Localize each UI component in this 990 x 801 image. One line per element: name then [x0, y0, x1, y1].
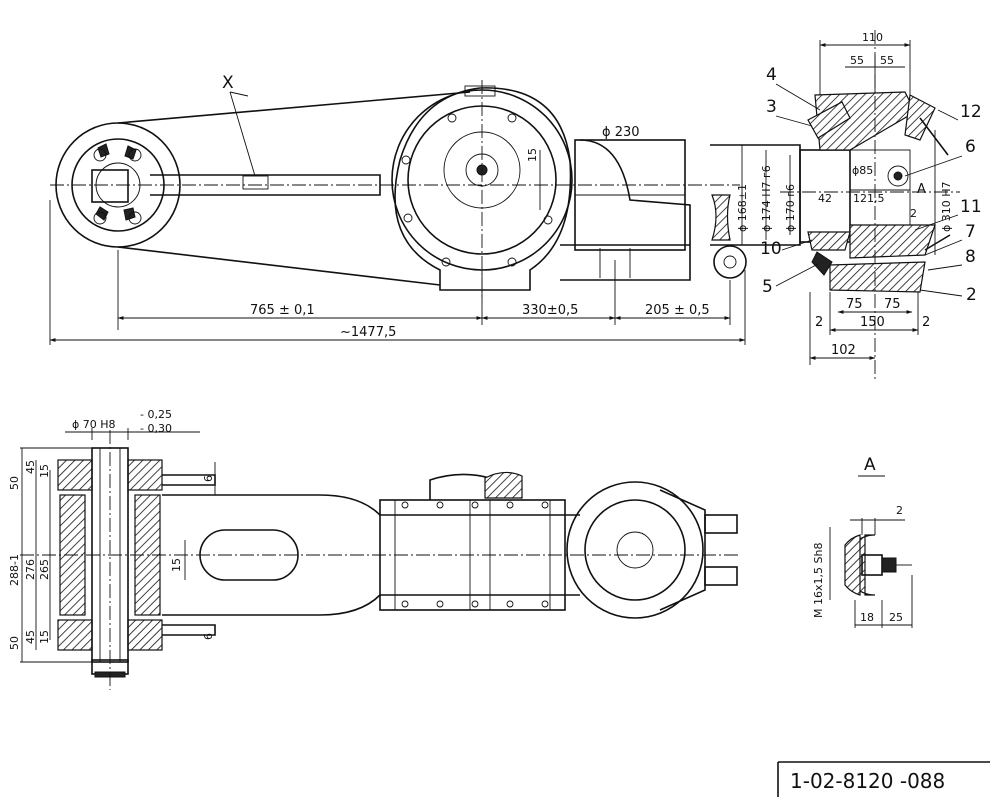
- part-8: 8: [965, 247, 976, 267]
- dim-55-left: 55: [850, 54, 864, 67]
- dim-45-top: 45: [24, 460, 37, 474]
- part-7: 7: [965, 222, 976, 242]
- part-4: 4: [766, 65, 777, 85]
- title-block: 1-02-8120 -088: [777, 761, 990, 797]
- part-6: 6: [965, 137, 976, 157]
- dim-15: 15: [526, 148, 539, 162]
- dim-phi-174: ϕ 174 H7 г6: [760, 165, 773, 232]
- dim-102: 102: [831, 343, 856, 358]
- detail-dim-2: 2: [896, 504, 903, 517]
- part-11: 11: [960, 197, 982, 217]
- dim-total-1477: ~1477,5: [340, 325, 396, 340]
- dim-2-left: 2: [815, 315, 823, 330]
- dim-15-top: 15: [38, 464, 51, 478]
- detail-a-title: A: [864, 455, 876, 475]
- motor-body: [560, 139, 691, 281]
- dim-phi-310: ϕ 310 H7: [940, 181, 953, 232]
- detail-dim-18: 18: [860, 611, 874, 624]
- dim-330: 330±0,5: [522, 303, 578, 318]
- dim-55-right: 55: [880, 54, 894, 67]
- bottom-view: 50 45 15 288-1 276 265 50 45 15 6 6 15 ϕ…: [8, 408, 740, 690]
- dim-205: 205 ± 0,5: [645, 303, 710, 318]
- dim-15-bottom: 15: [38, 630, 51, 644]
- dim-150: 150: [860, 315, 885, 330]
- dim-75-left: 75: [846, 297, 863, 312]
- top-view: X: [49, 73, 747, 345]
- dim-50-bottom: 50: [8, 636, 21, 650]
- dim-phi-85: ϕ85: [852, 164, 873, 177]
- dim-288: 288-1: [8, 554, 21, 586]
- part-5: 5: [762, 277, 773, 297]
- dim-tol-upper: - 0,25: [140, 408, 172, 421]
- dim-phi-170: ϕ 170 г6: [784, 184, 797, 232]
- dim-6-bottom: 6: [202, 633, 215, 640]
- detail-dim-thread: M 16x1,5 Sh8: [812, 543, 825, 618]
- dim-75-right: 75: [884, 297, 901, 312]
- dim-phi-168: ϕ 168±1: [736, 184, 749, 232]
- dim-15-inner: 15: [170, 558, 183, 572]
- dim-110: 110: [862, 31, 883, 44]
- detail-a: A 2 M 16x1,5 Sh8 18 25: [812, 455, 913, 628]
- dim-phi-230: ϕ 230: [602, 125, 640, 140]
- drawing-number: 1-02-8120 -088: [790, 769, 945, 793]
- dim-265: 265: [38, 559, 51, 580]
- dim-121-5: 121,5: [853, 192, 885, 205]
- dim-45-bottom: 45: [24, 630, 37, 644]
- dim-765: 765 ± 0,1: [250, 303, 315, 318]
- fork-bearing-section: [57, 447, 216, 678]
- dim-phi-70: ϕ 70 H8: [72, 418, 116, 431]
- part-3: 3: [766, 97, 777, 117]
- view-marker-x: X: [222, 73, 234, 93]
- section-label-a: A: [917, 182, 926, 197]
- part-10: 10: [760, 239, 782, 259]
- dim-42: 42: [818, 192, 832, 205]
- dim-6-top: 6: [202, 475, 215, 482]
- dim-276: 276: [24, 559, 37, 580]
- dim-2-right: 2: [922, 315, 930, 330]
- part-2: 2: [966, 285, 977, 305]
- detail-dim-25: 25: [889, 611, 903, 624]
- part-12: 12: [960, 102, 982, 122]
- dim-a-2: 2: [910, 207, 917, 220]
- dim-50-top: 50: [8, 476, 21, 490]
- dim-tol-lower: - 0,30: [140, 422, 172, 435]
- section-view: 110 55 55 ϕ 310 H7 ϕ 168±1: [710, 30, 982, 380]
